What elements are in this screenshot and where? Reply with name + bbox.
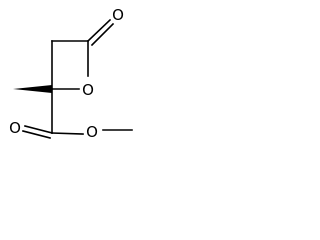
structure-canvas: O O O O	[0, 0, 141, 170]
atom-label-ester-oxygen: O	[86, 123, 98, 141]
bond-carbonyl-double-a	[86, 18, 112, 43]
bond-ester-double-b	[22, 130, 51, 139]
bond-ester-single-o	[51, 132, 84, 135]
molecule-diagram: O O O O	[9, 6, 133, 141]
wedge-methyl-bond	[13, 85, 52, 93]
bond-ester-double-a	[24, 125, 53, 134]
atom-label-ring-oxygen: O	[82, 81, 94, 99]
bond-carbonyl-double-b	[90, 22, 115, 47]
atom-label-ester-carbonyl-oxygen: O	[9, 119, 21, 137]
atom-label-carbonyl-oxygen-top: O	[112, 6, 124, 24]
